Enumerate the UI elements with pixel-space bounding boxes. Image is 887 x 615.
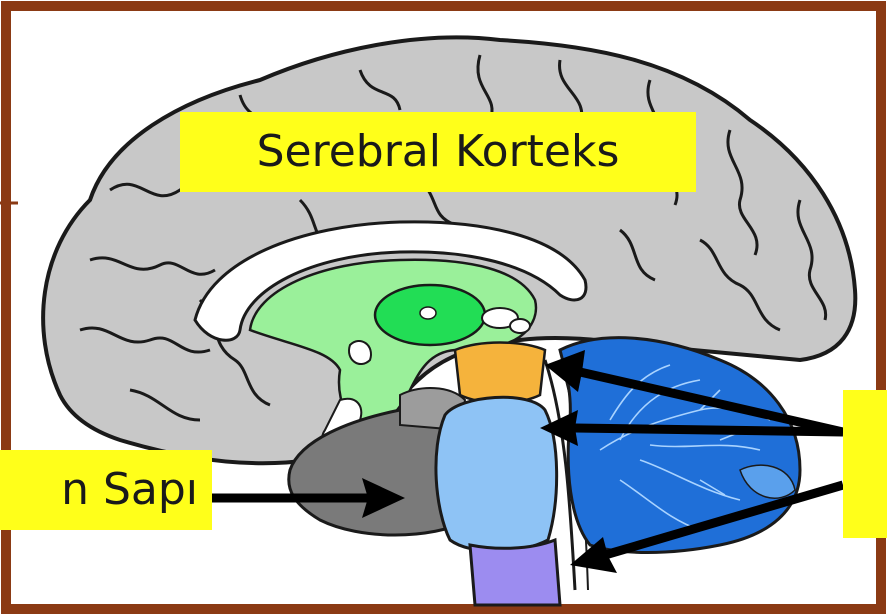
cerebellum (560, 338, 800, 553)
midbrain-orange (455, 343, 545, 403)
medulla (470, 540, 560, 605)
pons (436, 397, 557, 551)
label-cerebral-cortex: Serebral Korteks (180, 112, 696, 192)
label-right-partial (843, 390, 887, 538)
arrow-right-2-shaft (575, 428, 843, 432)
thalamus-center (420, 307, 436, 319)
label-brainstem: n Sapı (0, 450, 212, 530)
